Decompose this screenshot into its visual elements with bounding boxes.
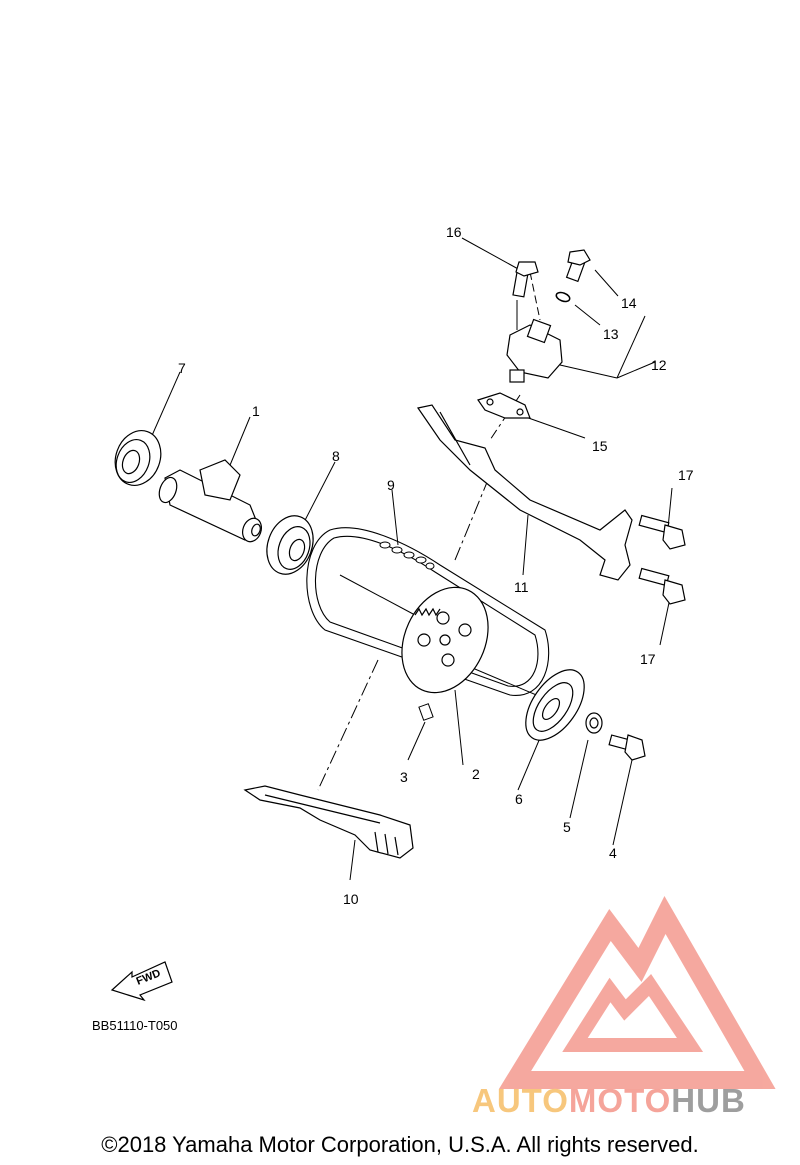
o-ring-13 [555, 291, 571, 303]
part-label-12[interactable]: 12 [651, 357, 667, 373]
part-label-14[interactable]: 14 [621, 295, 637, 311]
part-label-16[interactable]: 16 [446, 224, 462, 240]
tensioner-guide-11 [416, 404, 633, 581]
dowel-pin-3 [418, 703, 434, 721]
part-label-15[interactable]: 15 [592, 438, 608, 454]
part-label-9[interactable]: 9 [387, 477, 395, 493]
leader-lines [149, 237, 673, 881]
part-label-17-upper[interactable]: 17 [678, 467, 694, 483]
plate-6 [525, 669, 585, 741]
automotohub-wordmark: AUTOMOTOHUB [472, 1082, 746, 1120]
bearing-8 [266, 515, 314, 575]
bolt-17-lower [638, 567, 686, 605]
part-label-2[interactable]: 2 [472, 766, 480, 782]
bolt-14 [565, 249, 591, 283]
part-label-1[interactable]: 1 [252, 403, 260, 419]
part-label-10[interactable]: 10 [343, 891, 359, 907]
fwd-arrow-icon: FWD [110, 961, 173, 1002]
camshaft-1 [158, 459, 263, 543]
part-label-17-lower[interactable]: 17 [640, 651, 656, 667]
automotohub-logo [498, 895, 776, 1089]
part-label-4[interactable]: 4 [609, 845, 617, 861]
brand-moto: MOTO [568, 1082, 672, 1119]
copyright-notice: ©2018 Yamaha Motor Corporation, U.S.A. A… [101, 1132, 699, 1157]
brand-auto: AUTO [472, 1082, 569, 1119]
part-label-11[interactable]: 11 [514, 579, 529, 595]
diagram-code: BB51110-T050 [92, 1018, 178, 1033]
part-label-3[interactable]: 3 [400, 769, 408, 785]
part-label-5[interactable]: 5 [563, 819, 571, 835]
gasket-15 [477, 392, 531, 419]
tensioner-12 [506, 318, 563, 383]
sprocket-2 [401, 586, 489, 694]
bearing-7 [114, 430, 162, 486]
part-label-7[interactable]: 7 [178, 360, 186, 376]
part-label-8[interactable]: 8 [332, 448, 340, 464]
brand-hub: HUB [671, 1082, 746, 1119]
washer-5 [585, 712, 603, 734]
bolt-16 [512, 261, 539, 298]
part-label-6[interactable]: 6 [515, 791, 523, 807]
chain-guide-10 [243, 785, 414, 859]
bolt-17-upper [638, 514, 686, 550]
chain-links-9 [379, 541, 435, 570]
bolt-4 [608, 734, 646, 761]
part-label-13[interactable]: 13 [603, 326, 619, 342]
